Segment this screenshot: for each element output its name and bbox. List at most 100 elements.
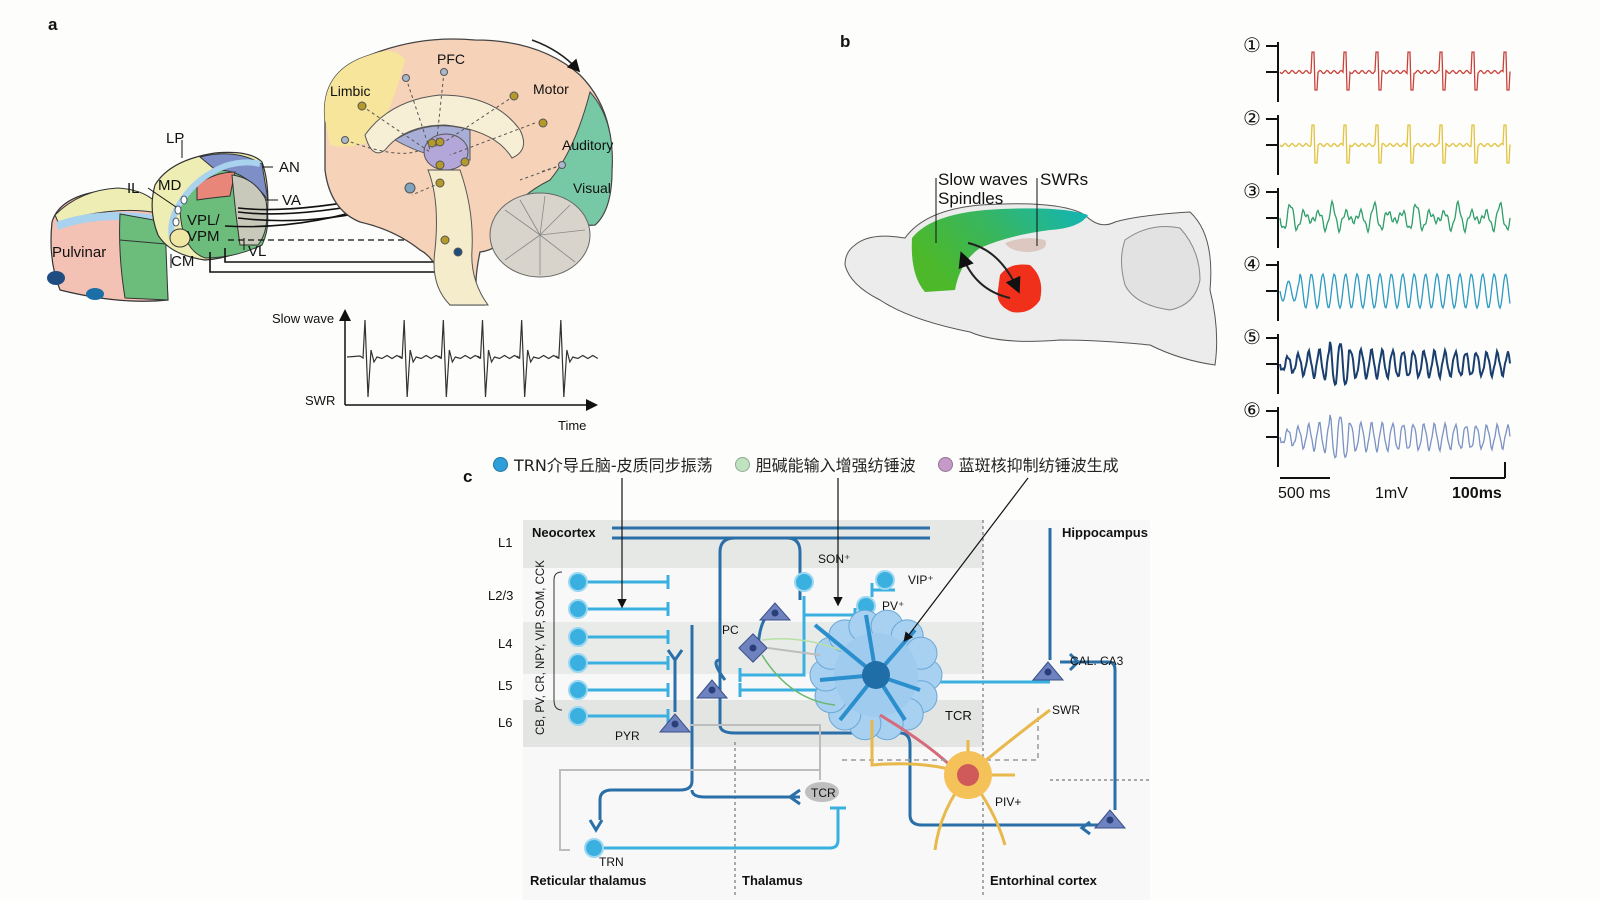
trace-axis-3	[1266, 188, 1279, 248]
label-visual: Visual	[573, 180, 611, 196]
region-hippocampus: Hippocampus	[1062, 525, 1148, 540]
layer-l5: L5	[498, 678, 512, 693]
legend-item-cholinergic: 胆碱能输入增强纺锤波	[734, 452, 916, 476]
legend-label-cholinergic: 胆碱能输入增强纺锤波	[755, 456, 916, 475]
trace-axis-6	[1266, 407, 1279, 467]
region-entorhinal-cortex: Entorhinal cortex	[990, 873, 1098, 888]
layer-l6: L6	[498, 715, 512, 730]
neocortex-fibers	[598, 526, 1117, 827]
layer-l1: L1	[498, 535, 512, 550]
thalamus-leaders	[147, 140, 278, 268]
legend-item-locus-coeruleus: 蓝斑核抑制纺锤波生成	[937, 452, 1119, 476]
lfp-traces: ① ② ③ ④ ⑤ ⑥	[1243, 35, 1511, 467]
legend-dot-blue-icon	[493, 456, 508, 472]
trace-label-swr: SWR	[305, 393, 335, 408]
layer-l4: L4	[498, 636, 512, 651]
region-reticular-thalamus: Reticular thalamus	[530, 873, 646, 888]
panel-c-legend: TRN介导丘脑-皮质同步振荡 胆碱能输入增强纺锤波 蓝斑核抑制纺锤波生成	[493, 452, 1119, 476]
label-an: AN	[279, 159, 300, 176]
label-lp: LP	[166, 130, 184, 147]
trace-id-3: ③	[1243, 181, 1261, 203]
label-piv: PIV+	[995, 795, 1021, 809]
lfp-trace-4	[1279, 272, 1511, 310]
trace-axis-2	[1266, 115, 1279, 175]
label-swrs: SWRs	[1040, 170, 1088, 189]
panel-b-leaders	[935, 178, 1038, 246]
panel-label-a: a	[48, 15, 58, 34]
legend-label-trn: TRN介导丘脑-皮质同步振荡	[514, 456, 713, 475]
scale-label-1mv: 1mV	[1375, 485, 1408, 502]
label-pulvinar: Pulvinar	[52, 244, 106, 261]
label-motor: Motor	[533, 81, 569, 97]
label-cm: CM	[171, 253, 194, 270]
lfp-trace-5	[1279, 341, 1511, 387]
label-vip: VIP⁺	[908, 573, 934, 587]
label-pyr: PYR	[615, 729, 640, 743]
label-vl: VL	[248, 243, 266, 260]
label-il: IL	[127, 180, 140, 197]
panel-label-c: c	[463, 467, 472, 486]
slow-wave-trace-plot	[339, 309, 599, 411]
interneuron-types-label: CB, PV, CR, NPY, VIP, SOM, CCK	[535, 560, 547, 735]
label-tcr-small: TCR	[811, 786, 836, 800]
label-swr: SWR	[1052, 703, 1080, 717]
cortical-nodes	[341, 68, 566, 257]
lfp-trace-6	[1279, 414, 1511, 459]
legend-dot-purple-icon	[937, 456, 953, 472]
legend-item-trn: TRN介导丘脑-皮质同步振荡	[493, 452, 713, 476]
label-tcr: TCR	[945, 708, 972, 723]
thalamus	[151, 151, 269, 261]
scale-label-500ms: 500 ms	[1278, 485, 1330, 502]
label-vpm: VPM	[187, 228, 220, 245]
lfp-trace-2	[1279, 124, 1511, 164]
label-auditory: Auditory	[562, 137, 613, 153]
label-md: MD	[158, 177, 181, 194]
scale-bars	[1280, 462, 1506, 479]
trace-label-slow-wave: Slow wave	[272, 311, 334, 326]
legend-dot-green-icon	[734, 456, 750, 472]
sagittal-brain	[323, 38, 613, 306]
trace-id-5: ⑤	[1243, 327, 1261, 349]
label-pv: PV⁺	[882, 599, 904, 613]
pulvinar	[47, 187, 169, 302]
region-neocortex: Neocortex	[532, 525, 596, 540]
son-cell	[794, 572, 814, 592]
tcr-star-cell	[870, 708, 1051, 851]
layer-l2-3: L2/3	[488, 588, 513, 603]
legend-label-locus-coeruleus: 蓝斑核抑制纺锤波生成	[958, 456, 1119, 475]
label-ca: CAL. CA3	[1070, 654, 1124, 668]
trn-cell	[584, 838, 604, 858]
lfp-trace-1	[1279, 51, 1511, 91]
trace-id-1: ①	[1243, 35, 1261, 57]
trace-axis-1	[1266, 42, 1279, 102]
trace-id-2: ②	[1243, 108, 1261, 130]
hub-interneuron	[809, 609, 943, 741]
label-pc: PC	[722, 623, 739, 637]
trace-id-4: ④	[1243, 254, 1261, 276]
vip-cell	[875, 570, 895, 590]
grey-fibers	[559, 647, 821, 851]
interneuron-somata	[568, 570, 895, 858]
rodent-brain	[844, 203, 1218, 366]
trace-label-time: Time	[558, 418, 586, 433]
pyramidal-dendrites	[588, 649, 1091, 836]
scale-label-100ms: 100ms	[1452, 485, 1502, 502]
label-slow-waves: Slow waves	[938, 170, 1028, 189]
lfp-trace-3	[1279, 198, 1511, 235]
slow-wave-trace	[346, 319, 599, 398]
interneuron-bracket	[553, 571, 563, 711]
label-son: SON⁺	[818, 552, 850, 566]
panel-label-b: b	[840, 32, 850, 51]
pyramidal-cells	[658, 602, 1127, 829]
label-va: VA	[282, 192, 301, 209]
trace-id-6: ⑥	[1243, 400, 1261, 422]
label-trn: TRN	[599, 855, 624, 869]
trace-axis-5	[1266, 334, 1279, 394]
cortical-projections	[344, 71, 563, 196]
label-spindles: Spindles	[938, 189, 1003, 208]
label-vpl: VPL/	[187, 212, 220, 229]
label-limbic: Limbic	[330, 83, 370, 99]
trace-axis-4	[1266, 261, 1279, 321]
label-pfc: PFC	[437, 51, 465, 67]
